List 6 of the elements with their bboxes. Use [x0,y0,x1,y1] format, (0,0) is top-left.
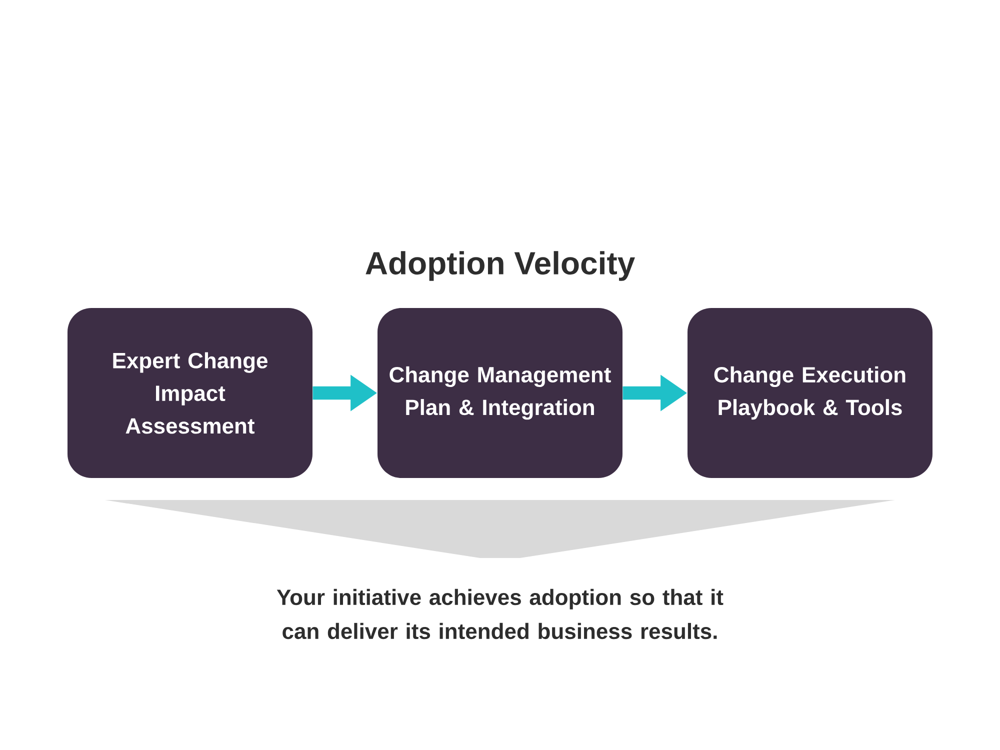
process-box: Expert Change Impact Assessment [68,308,312,478]
funnel-shape [105,500,895,558]
title: Adoption Velocity [366,251,635,281]
process-box: Change Management Plan & Integration [378,308,622,478]
caption: Your initiative achieves adoption so that it can deliver its intended business results. [276,588,724,640]
process-box: Change Execution Playbook & Tools [688,308,932,478]
